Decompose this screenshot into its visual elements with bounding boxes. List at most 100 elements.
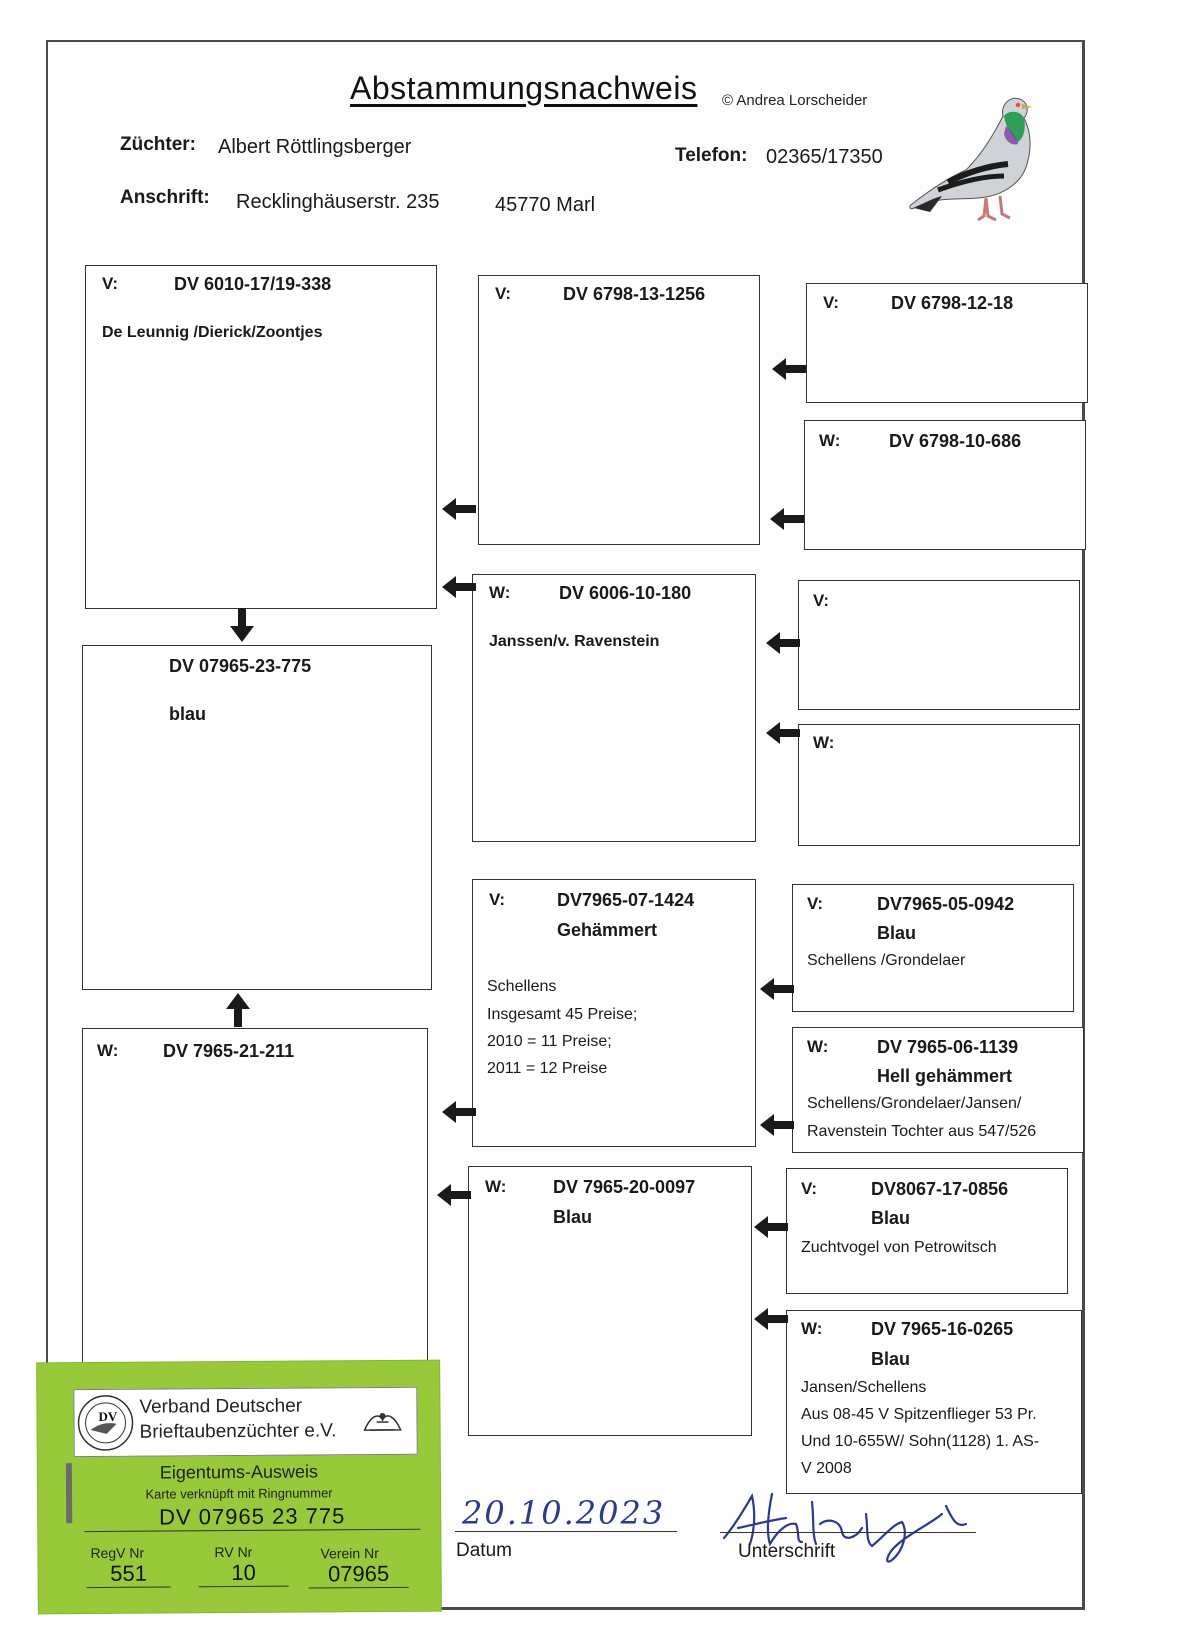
ornament-icon — [363, 1412, 402, 1431]
ff-ring: DV 6798-13-1256 — [563, 284, 706, 304]
mf-color: Gehämmert — [557, 920, 658, 940]
mmm-line: Aus 08-45 V Spitzenflieger 53 Pr. — [801, 1406, 1037, 1423]
card-org-line1: Verband Deutscher — [139, 1395, 303, 1418]
father-ring: DV 6010-17/19-338 — [174, 274, 332, 294]
signature-label: Unterschrift — [738, 1541, 836, 1562]
mmm-color: Blau — [871, 1349, 911, 1369]
date-line — [455, 1531, 677, 1532]
ff-box: V: DV 6798-13-1256 — [478, 275, 760, 545]
arrow-up-icon — [226, 993, 250, 1027]
mfm-box: W: DV 7965-06-1139 Hell gehämmert Schell… — [792, 1027, 1084, 1153]
card-org-line2: Brieftaubenzüchter e.V. — [139, 1420, 337, 1443]
mmf-label: V: — [801, 1179, 818, 1198]
mm-color: Blau — [553, 1207, 593, 1227]
mmf-box: V: DV8067-17-0856 Blau Zuchtvogel von Pe… — [786, 1168, 1068, 1294]
fm-box: W: DV 6006-10-180 Janssen/v. Ravenstein — [472, 574, 756, 842]
ffm-label: W: — [819, 431, 841, 450]
card-verein-label: Verein Nr — [320, 1545, 379, 1562]
mmm-ring: DV 7965-16-0265 — [871, 1319, 1014, 1339]
copyright-note: © Andrea Lorscheider — [722, 92, 868, 109]
arrow-left-icon — [760, 1114, 794, 1136]
mmm-line: V 2008 — [801, 1460, 852, 1477]
mf-line: Schellens — [487, 978, 557, 995]
fm-ring: DV 6006-10-180 — [559, 583, 692, 603]
mf-box: V: DV7965-07-1424 Gehämmert Schellens In… — [472, 879, 756, 1147]
mother-ring: DV 7965-21-211 — [163, 1041, 295, 1061]
mfm-label: W: — [807, 1037, 829, 1056]
date-handwritten: 20.10.2023 — [462, 1494, 666, 1532]
arrow-left-icon — [437, 1184, 471, 1206]
pigeon-icon — [909, 97, 1032, 222]
mother-box: W: DV 7965-21-211 — [82, 1028, 428, 1372]
mmm-line: Jansen/Schellens — [801, 1379, 927, 1396]
mf-line: 2010 = 11 Preise; — [487, 1033, 612, 1050]
arrow-left-icon — [442, 498, 476, 520]
card-verein: 07965 — [308, 1560, 409, 1589]
mf-ring: DV7965-07-1424 — [557, 890, 695, 910]
address-city: 45770 Marl — [495, 194, 596, 216]
fmm-label: W: — [813, 733, 835, 752]
ff-label: V: — [495, 284, 512, 303]
card-title: Eigentums-Ausweis — [159, 1461, 318, 1483]
arrow-left-icon — [442, 1101, 476, 1123]
phone-value: 02365/17350 — [766, 146, 883, 168]
mm-label: W: — [485, 1177, 507, 1196]
phone-label: Telefon: — [675, 145, 748, 166]
dv-logo-icon: DV — [77, 1395, 134, 1451]
fm-note: Janssen/v. Ravenstein — [489, 633, 660, 650]
mff-note: Schellens /Grondelaer — [807, 952, 966, 969]
mother-label: W: — [97, 1041, 119, 1060]
mff-ring: DV7965-05-0942 — [877, 894, 1015, 914]
arrow-left-icon — [770, 508, 804, 530]
address-street: Recklinghäuserstr. 235 — [236, 191, 440, 213]
arrow-left-icon — [772, 358, 806, 380]
mmf-ring: DV8067-17-0856 — [871, 1179, 1009, 1199]
ownership-card: DV Verband Deutscher Brieftaubenzüchter … — [37, 1360, 441, 1614]
arrow-left-icon — [754, 1308, 788, 1330]
dv-logo-text: DV — [98, 1409, 117, 1424]
card-rv: 10 — [198, 1559, 289, 1588]
signature-line — [720, 1532, 976, 1533]
mfm-color: Hell gehämmert — [877, 1066, 1013, 1086]
arrow-left-icon — [760, 978, 794, 1000]
mmm-line: Und 10-655W/ Sohn(1128) 1. AS- — [801, 1433, 1040, 1450]
mfm-ring: DV 7965-06-1139 — [877, 1037, 1019, 1057]
subject-ring: DV 07965-23-775 — [169, 656, 312, 676]
father-label: V: — [102, 274, 119, 293]
card-regv: 551 — [86, 1560, 171, 1589]
subject-box: DV 07965-23-775 blau — [82, 645, 432, 990]
mmf-note: Zuchtvogel von Petrowitsch — [801, 1239, 997, 1256]
fff-ring: DV 6798-12-18 — [891, 293, 1014, 313]
fff-label: V: — [823, 293, 840, 312]
father-box: V: DV 6010-17/19-338 De Leunnig /Dierick… — [85, 265, 437, 609]
mff-color: Blau — [877, 923, 917, 943]
mm-ring: DV 7965-20-0097 — [553, 1177, 696, 1197]
ffm-ring: DV 6798-10-686 — [889, 431, 1022, 451]
arrow-left-icon — [754, 1216, 788, 1238]
mfm-line: Schellens/Grondelaer/Jansen/ — [807, 1095, 1022, 1112]
breeder-label: Züchter: — [120, 134, 196, 155]
card-rv-label: RV Nr — [214, 1543, 253, 1561]
card-regv-label: RegV Nr — [90, 1544, 145, 1562]
mf-line: 2011 = 12 Preise — [487, 1060, 608, 1077]
card-ring: DV 07965 23 775 — [84, 1502, 421, 1533]
arrow-left-icon — [766, 722, 800, 744]
fmm-box: W: — [798, 724, 1080, 846]
date-label: Datum — [456, 1540, 512, 1561]
arrow-down-icon — [230, 608, 254, 642]
mff-box: V: DV7965-05-0942 Blau Schellens /Gronde… — [792, 884, 1074, 1012]
fm-label: W: — [489, 583, 511, 602]
arrow-left-icon — [766, 632, 800, 654]
mff-label: V: — [807, 894, 824, 913]
page-title: Abstammungsnachweis — [350, 70, 698, 106]
subject-color: blau — [169, 704, 207, 724]
father-note: De Leunnig /Dierick/Zoontjes — [102, 324, 323, 341]
fmf-label: V: — [813, 591, 830, 610]
breeder-name: Albert Röttlingsberger — [218, 136, 412, 158]
mm-box: W: DV 7965-20-0097 Blau — [468, 1166, 752, 1436]
arrow-left-icon — [442, 576, 476, 598]
mfm-line: Ravenstein Tochter aus 547/526 — [807, 1123, 1037, 1140]
fff-box: V: DV 6798-12-18 — [806, 283, 1088, 403]
card-subtitle: Karte verknüpft mit Ringnummer — [145, 1485, 333, 1502]
card-header: DV Verband Deutscher Brieftaubenzüchter … — [73, 1386, 418, 1458]
